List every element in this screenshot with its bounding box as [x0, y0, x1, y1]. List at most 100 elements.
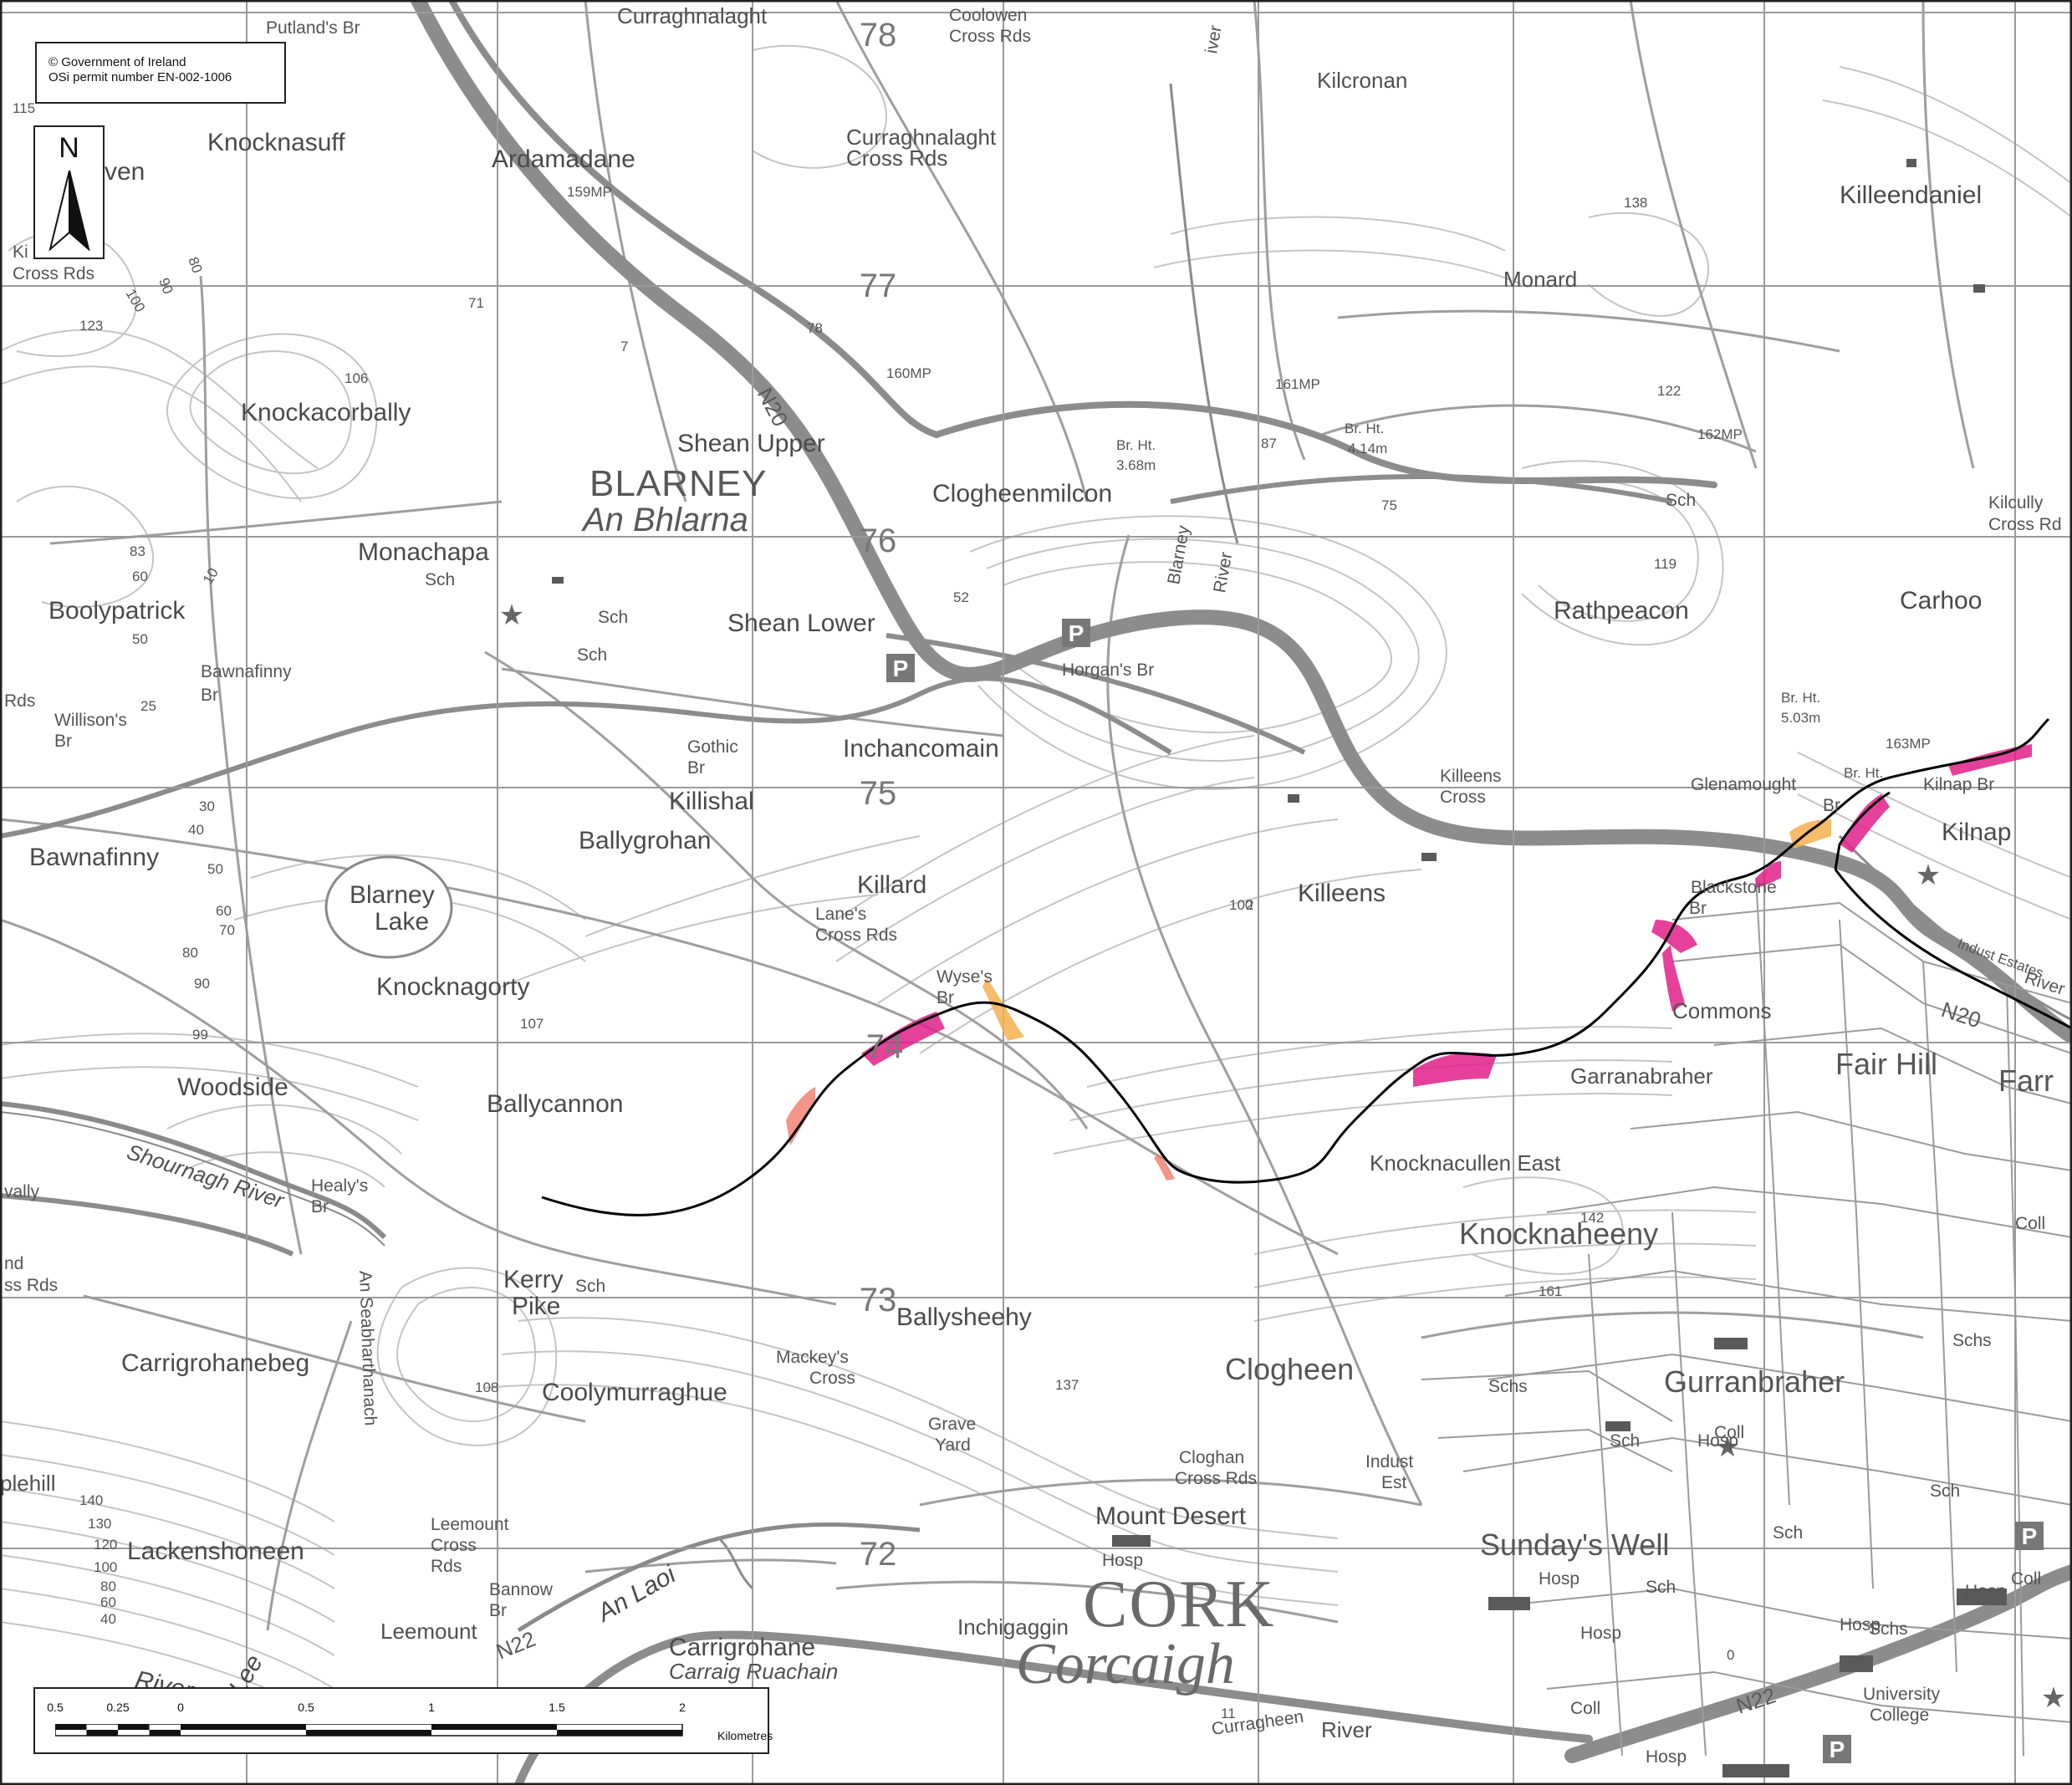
- spot-heights: 115 123 106 71 78 83 60 50 25 30 40 50 6…: [13, 100, 1734, 1721]
- label-carrigrohanebeg: Carrigrohanebeg: [121, 1349, 309, 1377]
- spot-height: 60: [132, 569, 148, 584]
- spot-height: 40: [100, 1611, 116, 1627]
- label-vally: vally: [4, 1182, 40, 1201]
- scale-tick-label: 0: [177, 1701, 184, 1714]
- label-wyses-br-2: Br: [936, 988, 954, 1007]
- n20-local-road: [448, 0, 1717, 488]
- label-killeens: Killeens: [1298, 880, 1386, 907]
- svg-text:★: ★: [1715, 1431, 1740, 1463]
- grid-label-73: 73: [860, 1282, 897, 1318]
- label-indust-est-1: Indust: [1365, 1452, 1413, 1471]
- flood-zone-j: [1662, 945, 1685, 1012]
- label-coll-4: Coll: [2015, 1214, 2045, 1233]
- grid-label-75: 75: [860, 775, 897, 812]
- label-kilcronan: Kilcronan: [1317, 68, 1407, 93]
- label-ardamadane: Ardamadane: [492, 145, 635, 173]
- buildings: [552, 159, 2007, 1777]
- label-willisons-1: Willison's: [54, 711, 127, 730]
- label-sch-4: Sch: [1666, 491, 1696, 510]
- label-sch-3: Sch: [425, 570, 455, 589]
- town-blarney: BLARNEY: [589, 463, 767, 504]
- label-carhoo: Carhoo: [1900, 587, 1982, 615]
- flood-zone-c: [786, 1087, 815, 1145]
- label-kilnap-br: Kilnap Br: [1923, 775, 1994, 794]
- label-killeens-cross-1: Killeens: [1440, 767, 1502, 786]
- label-curraghnalaght-cross: Cross Rds: [846, 145, 947, 171]
- label-kerry-pike-1: Kerry: [503, 1266, 564, 1293]
- n20-motorway: [411, 0, 2072, 1044]
- main-roads: [0, 474, 1673, 1257]
- city-cork: CORK: [1083, 1568, 1275, 1641]
- label-ven: ven: [105, 158, 145, 186]
- urban-area: [1421, 877, 2072, 1757]
- svg-text:P: P: [1069, 620, 1084, 646]
- label-rathpeacon: Rathpeacon: [1554, 597, 1689, 625]
- label-coll-1: Coll: [1714, 1423, 1744, 1442]
- spot-height: 52: [953, 589, 969, 605]
- label-blarney-lake-1: Blarney: [350, 881, 435, 909]
- flood-extent-line-branch-2: [1834, 791, 1891, 870]
- scale-tick-label: 2: [679, 1701, 686, 1714]
- label-160mp: 160MP: [886, 365, 931, 381]
- label-agh-rds: Rds: [4, 691, 35, 711]
- label-university-1: University: [1863, 1685, 1941, 1704]
- copyright-line-2: OSi permit number EN-002-1006: [48, 70, 232, 84]
- grid-label-74: 74: [866, 1028, 904, 1065]
- flood-zone-k: [1154, 1154, 1175, 1181]
- label-ballysheehy: Ballysheehy: [896, 1303, 1032, 1331]
- label-carraig-ruachain: Carraig Ruachain: [669, 1659, 838, 1684]
- label-knocknacullen-east: Knocknacullen East: [1370, 1150, 1561, 1176]
- spot-height: 90: [194, 976, 210, 992]
- label-boolypatrick: Boolypatrick: [48, 597, 186, 625]
- label-coolowen: Coolowen: [949, 6, 1027, 25]
- label-killishal: Killishal: [669, 788, 754, 815]
- label-sch-6: Sch: [1610, 1431, 1640, 1451]
- label-garranabraher: Garranabraher: [1570, 1063, 1713, 1089]
- label-163mp: 163MP: [1886, 736, 1931, 752]
- label-coll-2: Coll: [1570, 1699, 1600, 1718]
- label-cloghan-1: Cloghan: [1179, 1448, 1244, 1467]
- label-159mp: 159MP: [567, 184, 612, 200]
- label-sch-1: Sch: [598, 608, 628, 627]
- label-sch-2: Sch: [577, 645, 607, 665]
- label-kilcully-1: Kilcully: [1988, 493, 2044, 513]
- label-willisons-2: Br: [54, 732, 72, 751]
- spot-height: 119: [1654, 556, 1676, 572]
- spot-height: 2: [1246, 897, 1253, 913]
- label-blarney-lake-2: Lake: [375, 908, 429, 936]
- spot-height: 40: [188, 822, 204, 838]
- label-clogheen: Clogheen: [1225, 1352, 1354, 1386]
- label-mount-desert: Mount Desert: [1095, 1502, 1247, 1530]
- label-leemount: Leemount: [380, 1619, 477, 1644]
- spot-height: 120: [94, 1537, 117, 1553]
- label-sch-7: Sch: [1646, 1578, 1676, 1597]
- label-bannow-2: Br: [489, 1601, 507, 1620]
- label-sch-8: Sch: [1773, 1523, 1803, 1543]
- spot-height: 108: [475, 1380, 498, 1395]
- label-nd: nd: [4, 1254, 23, 1273]
- spot-height: 140: [79, 1492, 103, 1508]
- spot-height: 83: [130, 543, 145, 559]
- label-bawnafinny: Bawnafinny: [29, 844, 159, 871]
- label-killard: Killard: [857, 871, 926, 899]
- label-university-2: College: [1870, 1706, 1929, 1725]
- label-mackeys-2: Cross: [809, 1369, 855, 1388]
- spot-height: 25: [140, 698, 156, 714]
- label-gothic-br-1: Gothic: [687, 737, 738, 757]
- parking-symbols: P P P P: [886, 619, 2044, 1763]
- label-knockacorbally: Knockacorbally: [241, 399, 411, 426]
- label-knocknaheeny: Knocknaheeny: [1459, 1216, 1658, 1251]
- n22-road: [514, 1564, 2072, 1785]
- label-blackstone-br: Br: [1689, 899, 1707, 918]
- scale-tick-label: 0.25: [106, 1701, 130, 1714]
- label-shean-lower: Shean Lower: [727, 609, 875, 637]
- label-inchigaggin: Inchigaggin: [957, 1614, 1069, 1640]
- label-plehill: plehill: [0, 1471, 56, 1496]
- contour-lines: [0, 44, 2072, 1723]
- spot-height: 130: [88, 1516, 111, 1532]
- spot-height: 7: [620, 339, 628, 354]
- label-commons: Commons: [1672, 998, 1771, 1023]
